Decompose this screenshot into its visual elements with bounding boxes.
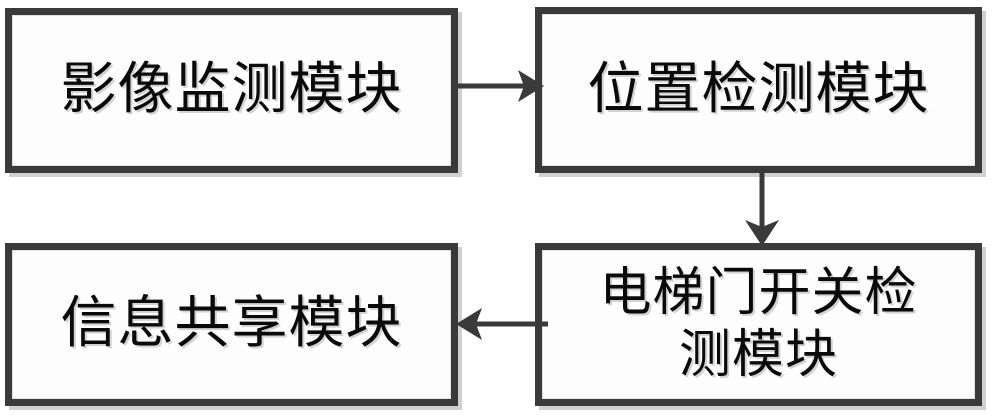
node-door-switch[interactable]: 电梯门开关检 测模块 — [535, 243, 982, 406]
node-info-share-label: 信息共享模块 — [60, 291, 403, 357]
node-door-switch-label: 电梯门开关检 测模块 — [599, 263, 918, 385]
node-info-share[interactable]: 信息共享模块 — [5, 243, 458, 406]
node-image-monitor-label: 影像监测模块 — [60, 57, 403, 123]
node-door-switch-inner: 电梯门开关检 测模块 — [542, 250, 975, 399]
node-position-detect[interactable]: 位置检测模块 — [535, 7, 982, 173]
node-position-detect-label: 位置检测模块 — [587, 56, 930, 122]
connector-position-to-door — [738, 168, 786, 250]
arrowhead-left-icon — [456, 308, 482, 340]
connector-image-to-position — [452, 62, 548, 110]
node-info-share-inner: 信息共享模块 — [12, 250, 451, 399]
arrowhead-down-icon — [745, 220, 779, 246]
node-position-detect-inner: 位置检测模块 — [542, 14, 975, 166]
node-image-monitor-inner: 影像监测模块 — [12, 15, 451, 166]
arrowhead-right-icon — [518, 70, 544, 102]
connector-door-to-info — [452, 300, 548, 348]
node-image-monitor[interactable]: 影像监测模块 — [5, 8, 458, 173]
